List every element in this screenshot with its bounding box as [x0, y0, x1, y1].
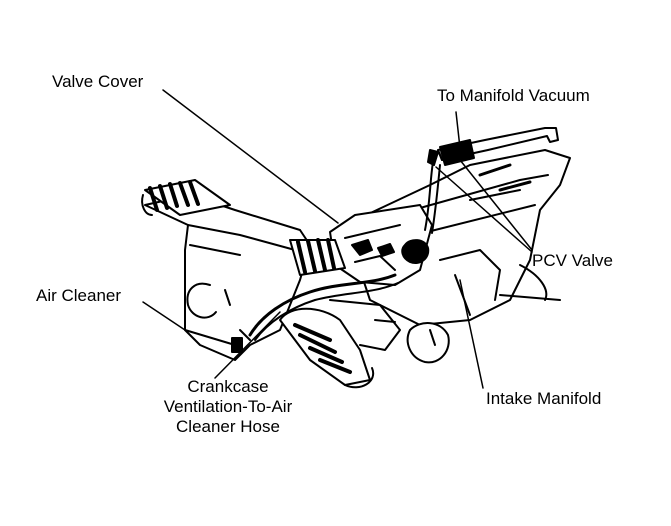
label-pcv-valve: PCV Valve [532, 251, 613, 270]
label-crankcase-hose-line2: Ventilation-To-Air [163, 397, 293, 416]
label-to-manifold-vacuum: To Manifold Vacuum [437, 86, 590, 105]
leader-valve-cover [162, 89, 339, 224]
leader-pcv-valve-b [435, 166, 533, 253]
leader-intake-manifold [459, 279, 484, 389]
label-crankcase-hose-line1: Crankcase [187, 377, 269, 396]
leader-air-cleaner [142, 301, 186, 331]
manifold-vacuum-pipe [427, 127, 559, 166]
leader-manifold-vacuum [455, 111, 461, 149]
leader-pcv-valve-a [451, 149, 533, 251]
pcv-valve-drawing [401, 161, 441, 264]
throttle-body-drawing [279, 299, 401, 389]
label-valve-cover: Valve Cover [52, 72, 144, 91]
label-intake-manifold: Intake Manifold [486, 389, 602, 408]
breather-duct [289, 238, 346, 276]
valve-cover-drawing [329, 204, 433, 286]
label-air-cleaner: Air Cleaner [36, 286, 122, 305]
leader-lines [142, 89, 533, 389]
air-cleaner-drawing [144, 194, 311, 361]
crankcase-ventilation-hose [248, 273, 399, 341]
label-crankcase-hose: Crankcase Ventilation-To-Air Cleaner Hos… [133, 377, 323, 437]
air-cleaner-snorkel [141, 179, 231, 216]
leader-crankcase-hose [214, 311, 281, 379]
label-crankcase-hose-line3: Cleaner Hose [176, 417, 280, 436]
